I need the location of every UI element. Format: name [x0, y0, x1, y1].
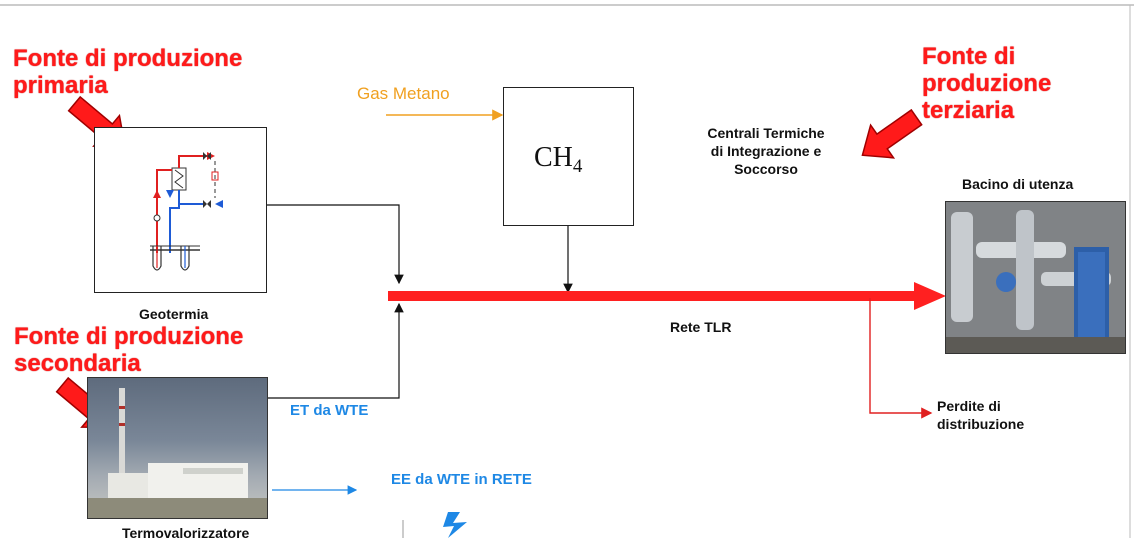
primary-source-title: Fonte di produzione primaria	[13, 45, 243, 99]
bacino-photo	[945, 201, 1126, 354]
geotermia-connector	[267, 204, 404, 285]
geotermia-box	[94, 127, 267, 293]
et-da-wte-label: ET da WTE	[290, 402, 369, 419]
tertiary-pointer-arrow	[861, 108, 923, 159]
bacino-label: Bacino di utenza	[962, 176, 1074, 192]
termovalorizzatore-photo	[87, 377, 268, 519]
ch4-formula: CH4	[534, 142, 583, 177]
ch4-box: CH4	[503, 87, 634, 226]
geothermal-schematic-icon	[150, 152, 223, 271]
secondary-source-title: Fonte di produzione secondaria	[14, 323, 244, 377]
centrali-termiche-label: Centrali Termiche di Integrazione e Socc…	[707, 125, 825, 177]
perdite-connector	[869, 298, 933, 419]
gas-metano-label: Gas Metano	[357, 84, 450, 103]
termovalorizzatore-label: Termovalorizzatore	[122, 525, 250, 541]
wte-connector	[268, 302, 404, 399]
lightning-icon	[443, 512, 467, 538]
perdite-label: Perdite di distribuzione	[937, 398, 1025, 432]
geotermia-label: Geotermia	[139, 306, 209, 322]
rete-tlr-label: Rete TLR	[670, 319, 732, 335]
ee-da-wte-label: EE da WTE in RETE	[391, 471, 532, 488]
tertiary-source-title: Fonte di produzione terziaria	[922, 43, 1052, 124]
rete-tlr-arrowhead	[914, 282, 946, 310]
